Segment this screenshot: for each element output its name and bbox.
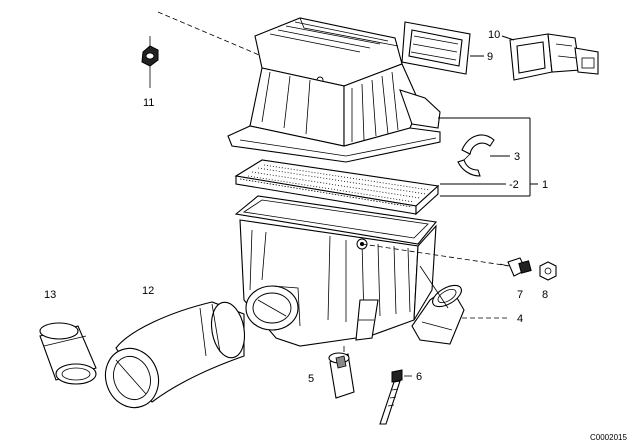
label-5: 5 (308, 373, 314, 385)
part-7-valve (499, 257, 532, 277)
part-4-rubber-boot (411, 284, 465, 345)
lower-housing (234, 195, 438, 347)
leader-4-guide (419, 265, 449, 309)
part-9-seal-plate (401, 21, 484, 75)
label-6: 6 (416, 371, 422, 383)
part-1-filter-element (234, 159, 440, 216)
label-1: 1 (542, 179, 548, 191)
part-8-nut (539, 261, 557, 281)
part-5-drain-valve (328, 352, 355, 399)
label-8: 8 (542, 289, 548, 301)
label-3: 3 (514, 151, 520, 163)
label-2: -2 (509, 179, 519, 191)
callout-bracket-1-2-3 (438, 117, 538, 197)
part-3-clip (457, 134, 495, 177)
part-12-intake-hose (104, 301, 246, 409)
label-9: 9 (487, 51, 493, 63)
leader-7-dashed (361, 243, 511, 267)
part-13-sleeve (39, 322, 97, 385)
label-10: 10 (488, 29, 500, 41)
part-6-screw (379, 369, 403, 425)
label-4: 4 (517, 313, 523, 325)
part-11-grommet (141, 36, 159, 88)
part-10-air-duct (501, 33, 599, 81)
drawing-code: C0002015 (590, 433, 627, 442)
label-12: 12 (142, 285, 154, 297)
label-13: 13 (44, 289, 56, 301)
label-11: 11 (143, 97, 154, 109)
upper-housing-lid (227, 17, 441, 163)
label-7: 7 (517, 289, 523, 301)
